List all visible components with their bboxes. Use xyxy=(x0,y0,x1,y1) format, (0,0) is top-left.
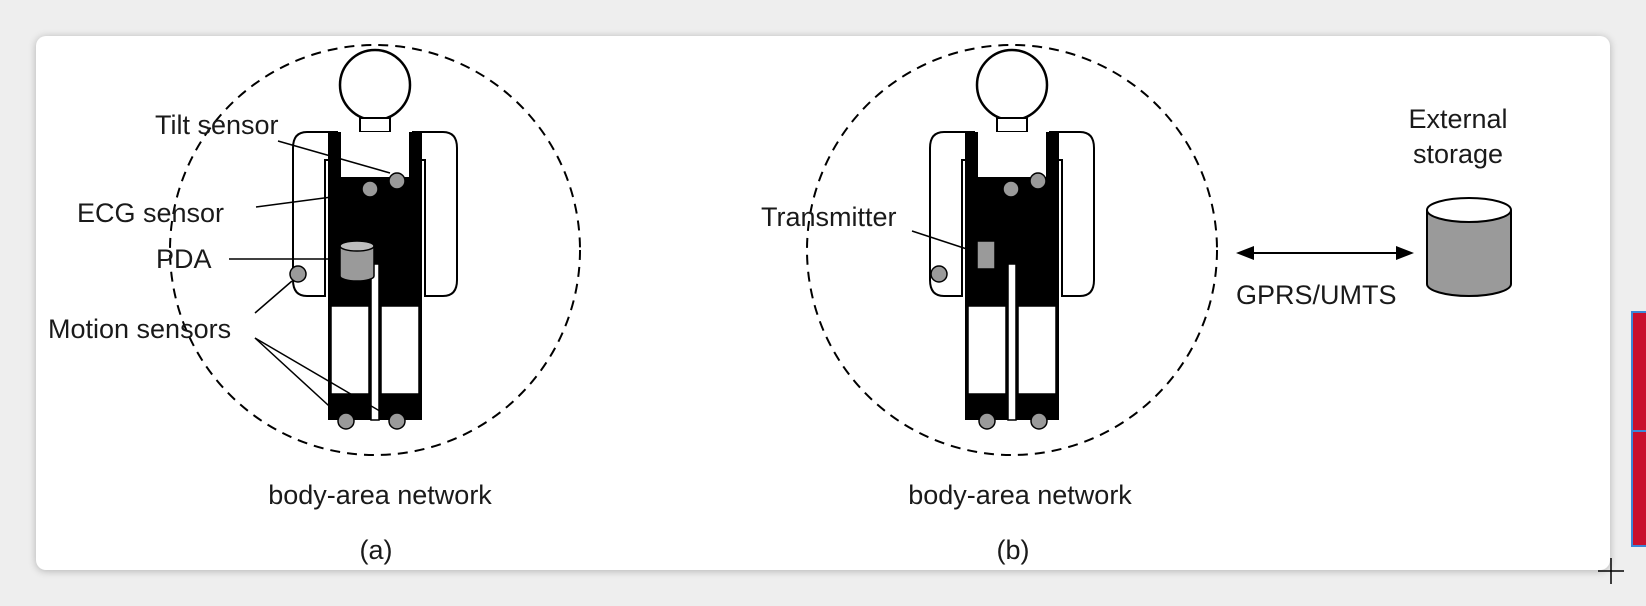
body-area-network-boundary-b xyxy=(806,44,1218,456)
panel-a: Tilt sensor ECG sensor PDA Motion sensor… xyxy=(48,44,581,565)
diagram-card xyxy=(36,36,1610,570)
person-figure-b xyxy=(928,48,1096,422)
chest-sensor-icon-1 xyxy=(1002,180,1020,198)
right-leg-motion-sensor-icon xyxy=(388,412,406,430)
transmitter-label: Transmitter xyxy=(761,202,897,232)
transmitter-icon xyxy=(976,240,996,270)
left-leg-motion-sensor-icon-b xyxy=(978,412,996,430)
storage-label-line2: storage xyxy=(1413,139,1503,169)
pda-icon xyxy=(339,240,375,282)
storage-label-line1: External xyxy=(1408,104,1507,134)
external-storage-icon xyxy=(1426,197,1512,297)
left-leg-motion-sensor-icon xyxy=(337,412,355,430)
side-panel-strip xyxy=(1631,311,1646,547)
chest-sensor-icon-2 xyxy=(1029,172,1047,190)
arm-motion-sensor-icon-b xyxy=(930,265,948,283)
crosshair-cursor-icon xyxy=(1598,558,1624,584)
panel-b: Transmitter body-area network (b) GPRS/U… xyxy=(761,44,1512,565)
motion-sensors-label: Motion sensors xyxy=(48,314,231,344)
network-caption-a: body-area network xyxy=(268,480,492,510)
right-leg-motion-sensor-icon-b xyxy=(1030,412,1048,430)
person-figure-a xyxy=(291,48,459,422)
tilt-sensor-label: Tilt sensor xyxy=(155,110,279,140)
network-caption-b: body-area network xyxy=(908,480,1132,510)
link-label: GPRS/UMTS xyxy=(1236,280,1397,310)
ecg-sensor-label: ECG sensor xyxy=(77,198,224,228)
panel-label-a: (a) xyxy=(360,535,393,565)
gprs-link-arrow xyxy=(1236,246,1414,260)
tilt-sensor-icon xyxy=(388,172,406,190)
body-area-network-boundary-a xyxy=(169,44,581,456)
arm-motion-sensor-icon xyxy=(289,265,307,283)
pda-label: PDA xyxy=(156,244,212,274)
panel-label-b: (b) xyxy=(997,535,1030,565)
ecg-sensor-icon xyxy=(361,180,379,198)
